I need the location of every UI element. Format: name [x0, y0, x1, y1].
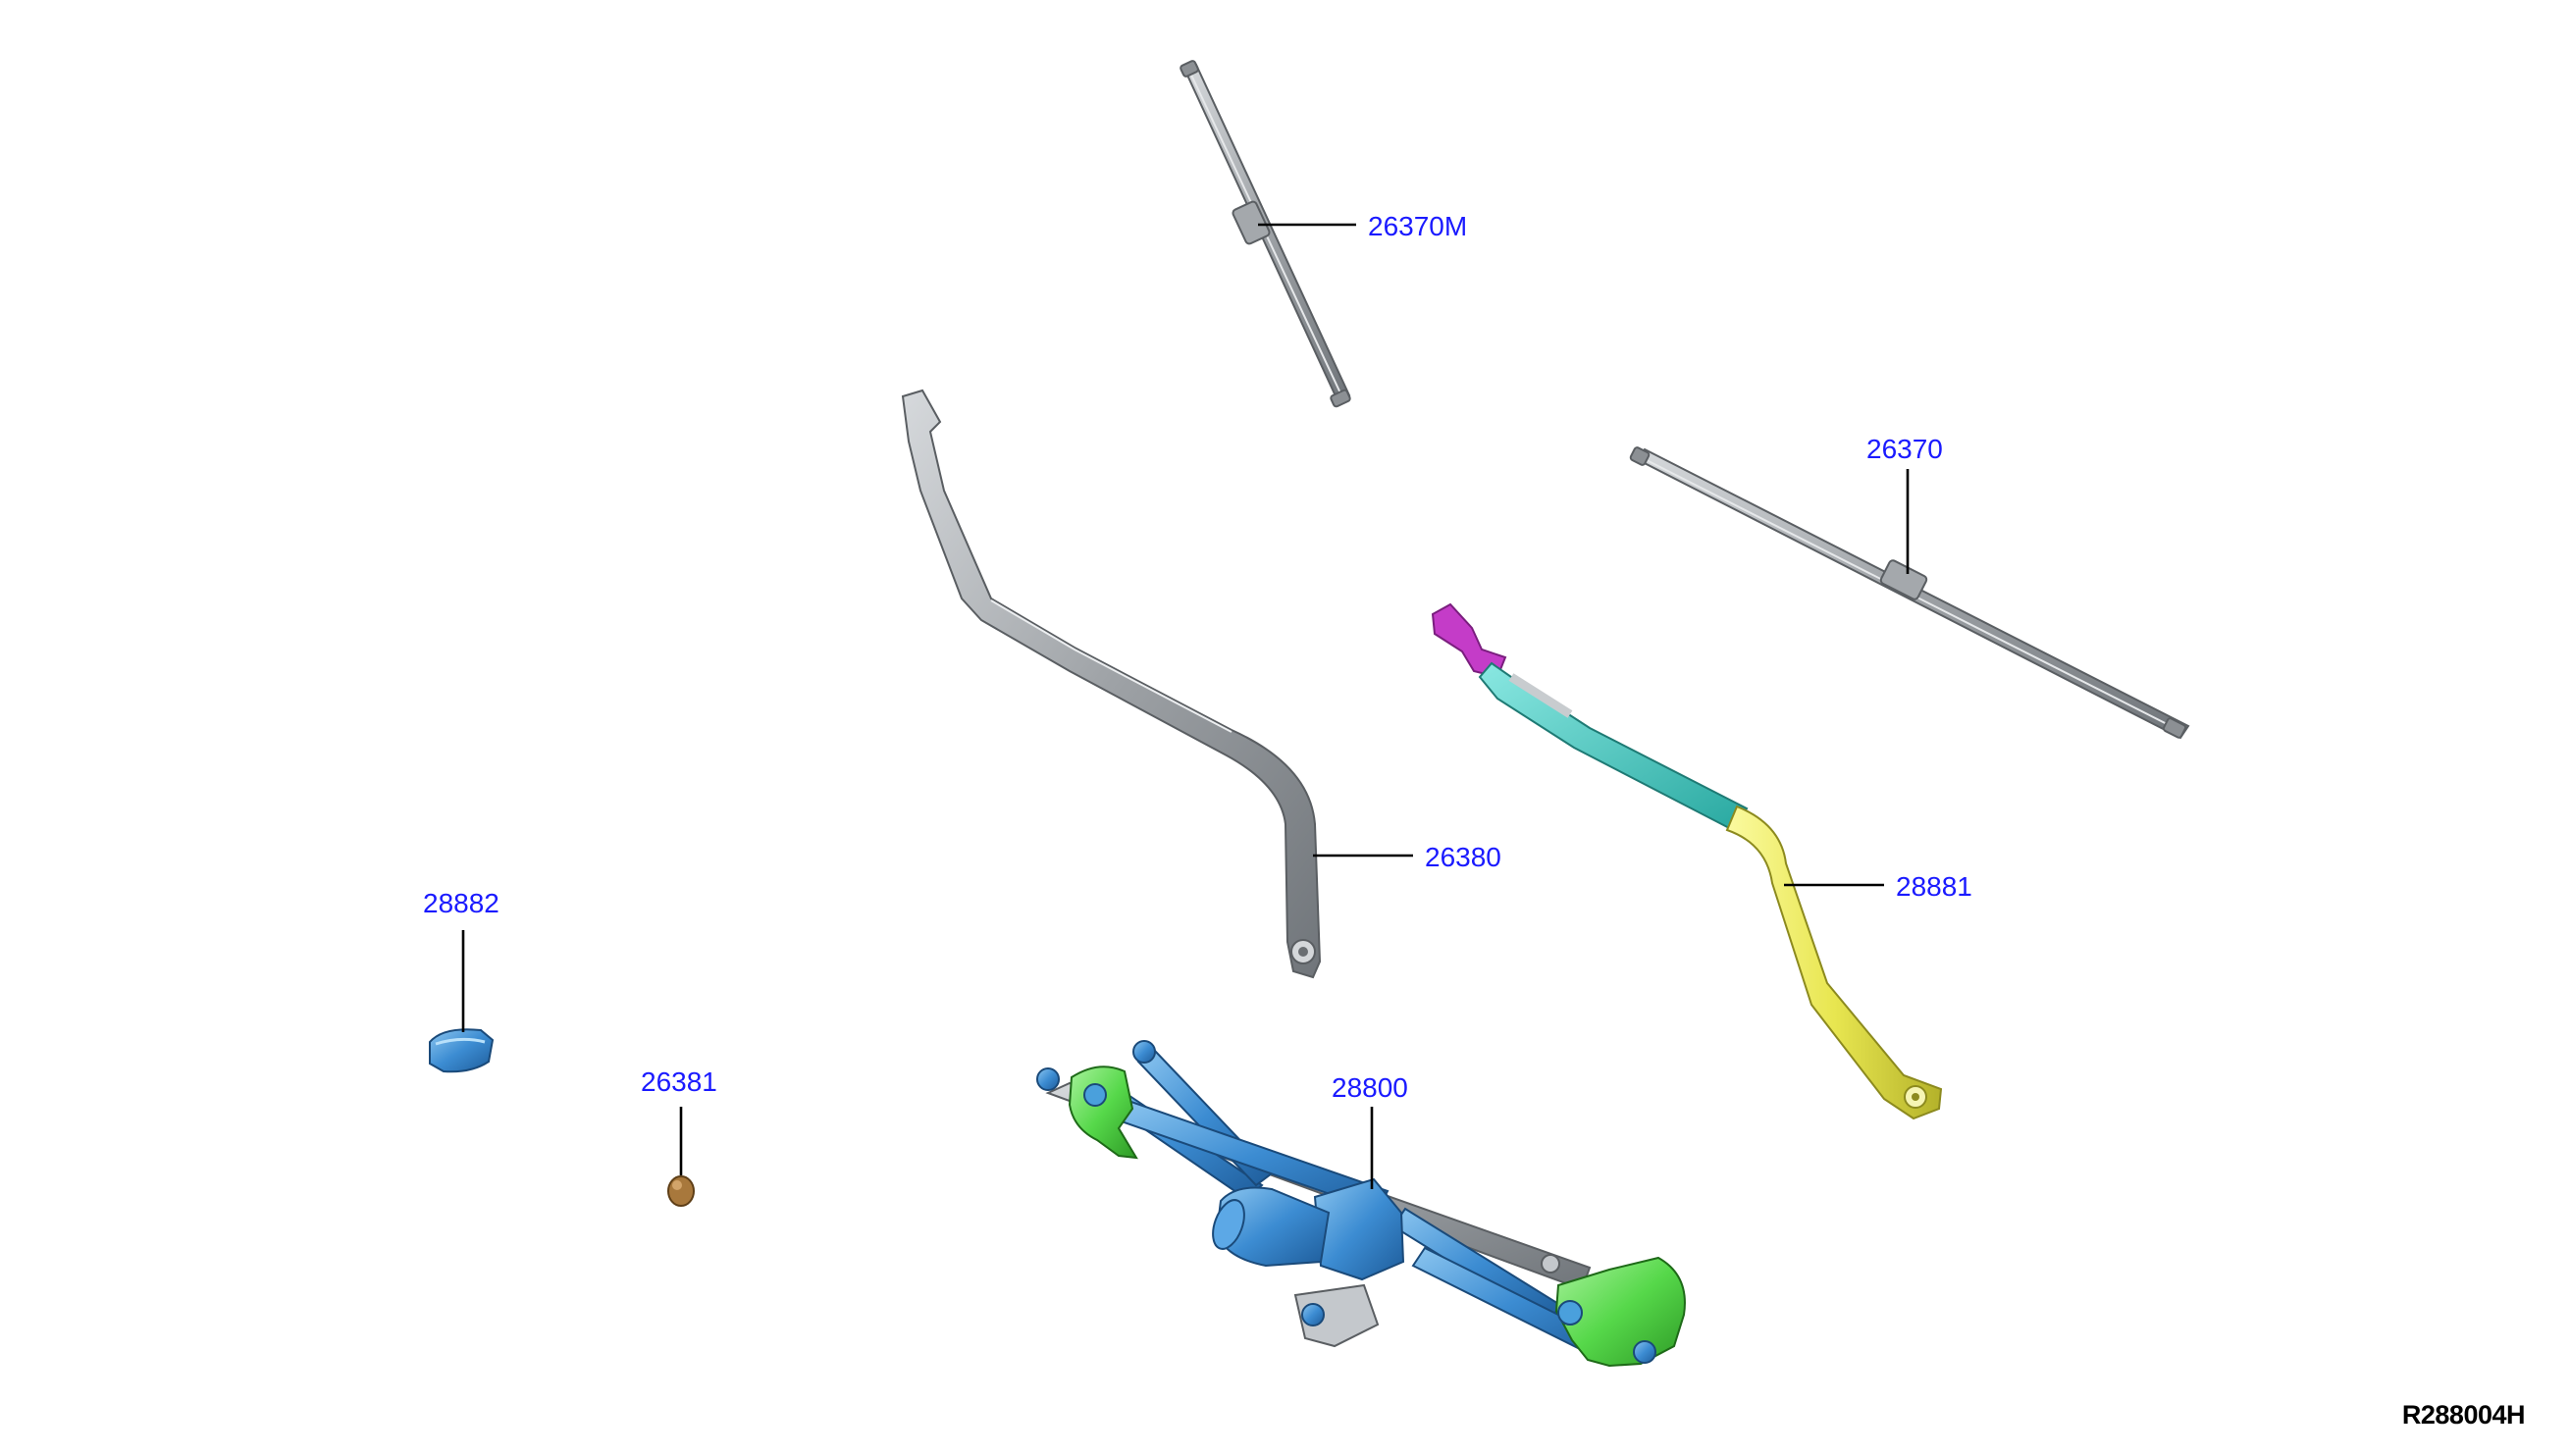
wiper-linkage-28800[interactable]: [1036, 1040, 1686, 1368]
wiper-arm-26380[interactable]: [901, 389, 1322, 979]
diagram-reference-code: R288004H: [2401, 1400, 2526, 1430]
label-26380[interactable]: 26380: [1425, 842, 1501, 872]
wiper-arm-28881[interactable]: [1431, 602, 1943, 1120]
wiper-blade-26370[interactable]: [1629, 446, 2190, 740]
label-28881[interactable]: 28881: [1896, 871, 1972, 902]
nut-cap-26381[interactable]: [667, 1175, 695, 1207]
wiper-blade-26370m[interactable]: [1180, 60, 1351, 408]
label-26370[interactable]: 26370: [1866, 434, 1943, 464]
label-26381[interactable]: 26381: [641, 1066, 717, 1097]
label-28800[interactable]: 28800: [1332, 1072, 1408, 1103]
label-26370m[interactable]: 26370M: [1368, 211, 1467, 241]
label-28882[interactable]: 28882: [423, 888, 499, 918]
pivot-cap-28882[interactable]: [429, 1028, 495, 1073]
